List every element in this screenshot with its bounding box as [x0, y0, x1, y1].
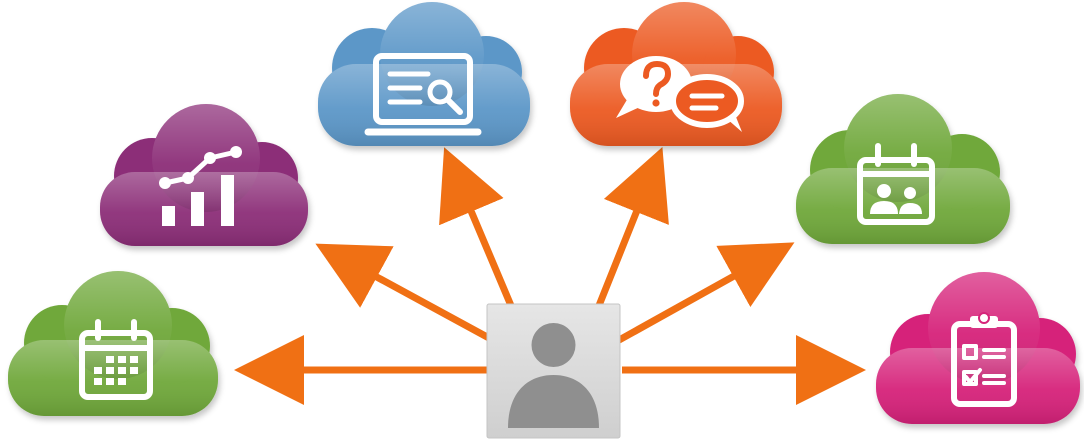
- arrow-to-search-cloud: [439, 147, 516, 310]
- connector-arrows: [234, 147, 866, 405]
- cloud-meetings[interactable]: [796, 94, 1010, 244]
- user-avatar-icon: [508, 323, 599, 428]
- growth-chart-icon: [159, 146, 242, 226]
- cloud-calendar[interactable]: [8, 271, 218, 416]
- clipboard-checklist-icon: [951, 312, 1017, 407]
- arrow-to-analytics-cloud: [315, 243, 502, 348]
- laptop-search-icon: [364, 53, 482, 136]
- chat-question-icon: [616, 56, 744, 132]
- cloud-search[interactable]: [318, 2, 530, 146]
- arrow-to-questions-cloud: [594, 147, 669, 310]
- calendar-people-icon: [857, 143, 935, 225]
- cloud-questions[interactable]: [570, 2, 782, 146]
- cloud-analytics[interactable]: [100, 104, 308, 246]
- cloud-checklist[interactable]: [876, 272, 1080, 424]
- user-node[interactable]: [486, 303, 621, 439]
- arrow-to-meetings-cloud: [610, 242, 795, 348]
- calendar-grid-icon: [79, 319, 153, 400]
